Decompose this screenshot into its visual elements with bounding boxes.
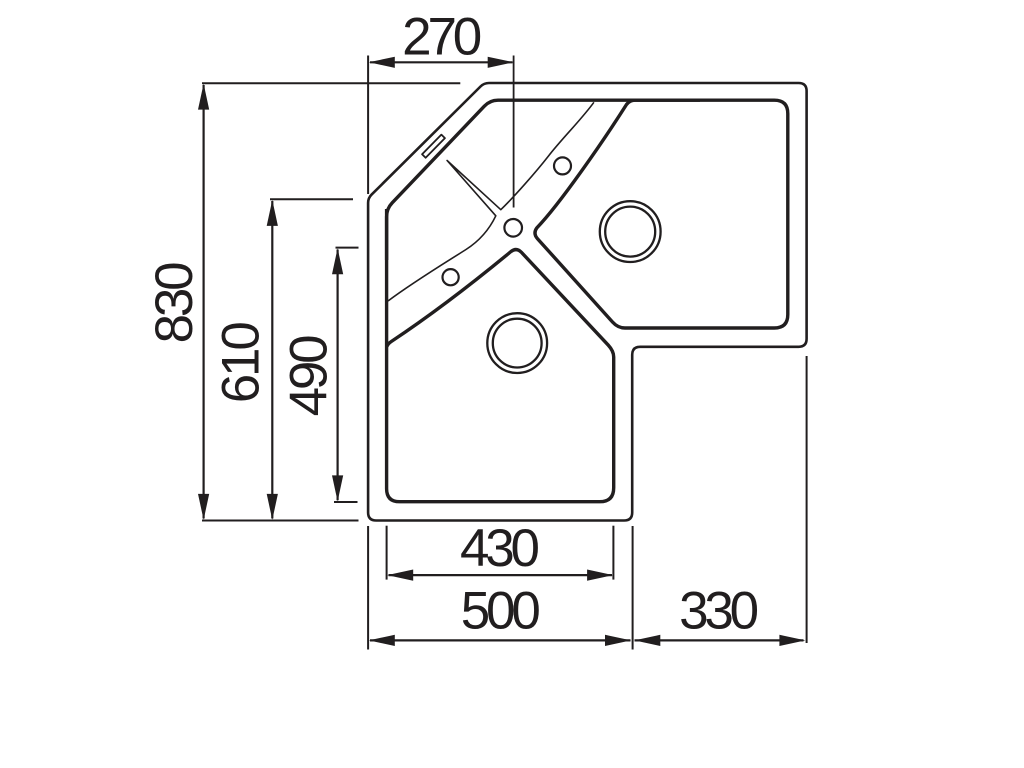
svg-text:830: 830 [145,263,204,344]
svg-text:490: 490 [280,336,339,417]
svg-text:330: 330 [679,581,758,640]
svg-text:610: 610 [212,323,271,404]
svg-text:500: 500 [461,581,540,640]
svg-text:430: 430 [460,519,539,578]
svg-text:270: 270 [402,7,481,66]
